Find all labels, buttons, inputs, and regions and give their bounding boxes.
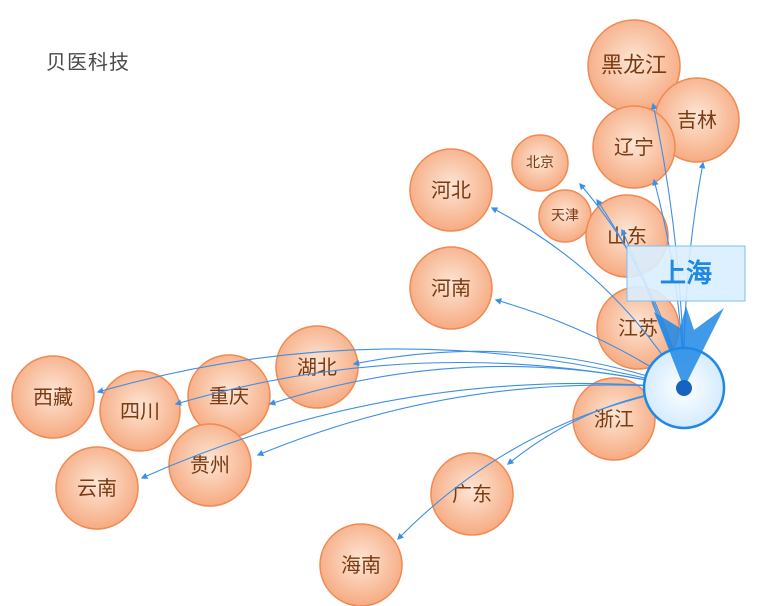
province-circle-sichuan[interactable] bbox=[99, 370, 181, 452]
hub-label-box bbox=[626, 245, 746, 302]
province-node-beijing[interactable]: 北京 bbox=[511, 134, 569, 192]
province-label-hebei: 河北 bbox=[431, 178, 471, 202]
province-label-heilongjiang: 黑龙江 bbox=[601, 54, 667, 79]
flow-edge-yunnan bbox=[140, 382, 685, 479]
hub-label-shanghai[interactable]: 上海 bbox=[626, 245, 746, 302]
province-node-liaoning[interactable]: 辽宁 bbox=[592, 105, 676, 189]
province-label-sichuan: 四川 bbox=[120, 399, 160, 423]
province-label-guizhou: 贵州 bbox=[190, 453, 230, 477]
province-circle-hainan[interactable] bbox=[319, 523, 403, 606]
province-label-zhejiang: 浙江 bbox=[594, 407, 634, 431]
hub-label-text: 上海 bbox=[660, 259, 712, 289]
province-circle-hubei[interactable] bbox=[275, 325, 359, 409]
province-circle-henan[interactable] bbox=[409, 246, 493, 330]
province-node-yunnan[interactable]: 云南 bbox=[55, 446, 139, 530]
province-circle-liaoning[interactable] bbox=[592, 105, 676, 189]
province-circle-guizhou[interactable] bbox=[168, 423, 252, 507]
province-circle-xizang[interactable] bbox=[11, 355, 95, 439]
province-label-yunnan: 云南 bbox=[77, 476, 117, 500]
province-label-jilin: 吉林 bbox=[677, 108, 717, 132]
province-circle-yunnan[interactable] bbox=[55, 446, 139, 530]
province-node-guizhou[interactable]: 贵州 bbox=[168, 423, 252, 507]
province-node-xizang[interactable]: 西藏 bbox=[11, 355, 95, 439]
province-circle-hebei[interactable] bbox=[409, 148, 493, 232]
hub-layer: 上海 bbox=[626, 245, 746, 430]
province-label-liaoning: 辽宁 bbox=[614, 135, 654, 159]
province-label-xizang: 西藏 bbox=[33, 385, 73, 409]
hub-center-dot bbox=[676, 380, 692, 396]
province-node-chongqing[interactable]: 重庆 bbox=[187, 354, 271, 438]
province-label-jiangsu: 江苏 bbox=[618, 316, 658, 340]
province-node-heilongjiang[interactable]: 黑龙江 bbox=[587, 19, 681, 113]
province-node-henan[interactable]: 河南 bbox=[409, 246, 493, 330]
province-circle-beijing[interactable] bbox=[511, 134, 569, 192]
flow-edge-guizhou bbox=[256, 384, 685, 457]
province-node-hainan[interactable]: 海南 bbox=[319, 523, 403, 606]
flow-edge-chongqing bbox=[268, 365, 685, 406]
province-label-hainan: 海南 bbox=[341, 553, 381, 577]
province-node-jilin[interactable]: 吉林 bbox=[654, 77, 740, 163]
province-node-sichuan[interactable]: 四川 bbox=[99, 370, 181, 452]
brand-title: 贝医科技 bbox=[46, 50, 130, 74]
province-node-tianjin[interactable]: 天津 bbox=[538, 189, 592, 243]
province-node-hebei[interactable]: 河北 bbox=[409, 148, 493, 232]
hub-pin-icon bbox=[654, 306, 724, 388]
province-label-beijing: 北京 bbox=[526, 155, 554, 171]
province-label-henan: 河南 bbox=[431, 276, 471, 300]
province-node-zhejiang[interactable]: 浙江 bbox=[572, 377, 656, 461]
province-label-chongqing: 重庆 bbox=[209, 384, 249, 408]
province-label-tianjin: 天津 bbox=[551, 208, 579, 224]
flow-edge-hubei bbox=[352, 350, 685, 389]
province-node-hubei[interactable]: 湖北 bbox=[275, 325, 359, 409]
flow-edge-xizang bbox=[96, 348, 685, 394]
province-node-guangdong[interactable]: 广东 bbox=[430, 452, 514, 536]
flow-edge-hainan bbox=[397, 387, 685, 540]
province-circle-guangdong[interactable] bbox=[430, 452, 514, 536]
